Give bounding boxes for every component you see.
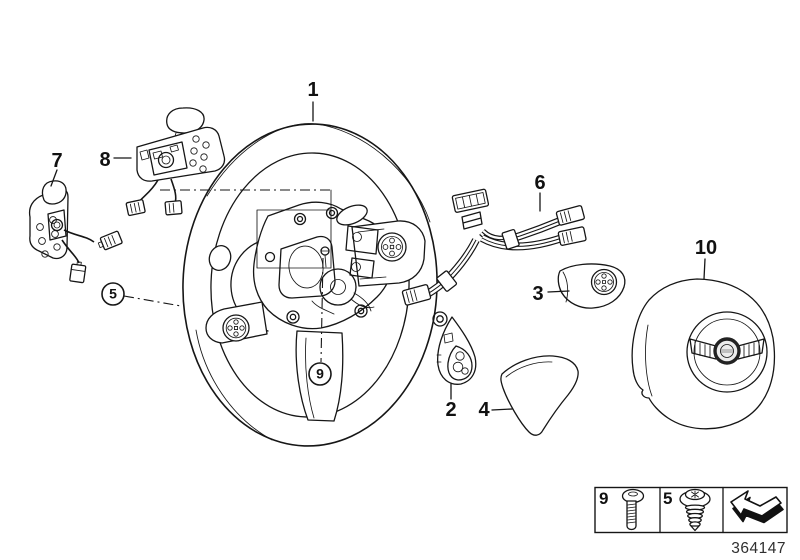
module-connector-b — [164, 200, 183, 216]
callout-10[interactable]: 10 — [695, 237, 717, 259]
switch-cover — [557, 263, 626, 309]
legend-cell-direction-arrow[interactable] — [730, 490, 784, 524]
callout-5-label: 5 — [109, 286, 117, 302]
paddle-connector-a — [97, 230, 123, 251]
callout-6[interactable]: 6 — [534, 172, 545, 194]
trim-cover — [500, 355, 579, 436]
steering-wheel-drawing — [182, 123, 448, 447]
callout-4[interactable]: 4 — [478, 399, 490, 421]
drawing-number: 364147 — [731, 540, 786, 557]
paddle-connector-b — [69, 261, 87, 284]
cable-connector-right-2 — [557, 226, 587, 246]
callout-8[interactable]: 8 — [99, 149, 110, 171]
legend-label-9: 9 — [599, 489, 608, 508]
shift-paddle-left — [28, 180, 123, 284]
legend-label-5: 5 — [663, 489, 672, 508]
cable-connector-bottom — [401, 284, 432, 306]
callout-9-circled[interactable]: 9 — [308, 362, 332, 386]
airbag-module — [631, 278, 776, 430]
left-spoke-button-pod — [222, 314, 250, 342]
self-tapping-screw-icon — [679, 488, 711, 532]
callout-3[interactable]: 3 — [532, 283, 543, 305]
module-connector-a — [125, 199, 146, 217]
right-spoke-button-pod — [377, 232, 407, 262]
leader-lines — [50, 101, 706, 411]
connecting-cable — [401, 188, 587, 306]
callout-7[interactable]: 7 — [51, 150, 62, 172]
button-cover — [436, 316, 477, 385]
mini-wings-logo — [689, 337, 765, 365]
cable-connector-top — [451, 188, 490, 213]
direction-arrow-icon — [730, 490, 784, 524]
pan-head-screw-icon — [621, 488, 645, 531]
callout-2[interactable]: 2 — [445, 399, 456, 421]
callout-9-label: 9 — [316, 366, 324, 382]
callout-5-circled[interactable]: 5 — [101, 282, 125, 306]
paddle-switch-module — [125, 107, 226, 217]
hub-screw-bosses — [264, 206, 448, 327]
contact-screw — [320, 246, 330, 268]
callout-1[interactable]: 1 — [307, 79, 318, 101]
cable-connector-right-1 — [555, 205, 585, 226]
legend-cell-screw-9[interactable]: 9 — [599, 488, 645, 531]
legend-cell-screw-5[interactable]: 5 — [663, 488, 711, 532]
legend-box: 9 5 — [594, 486, 788, 534]
